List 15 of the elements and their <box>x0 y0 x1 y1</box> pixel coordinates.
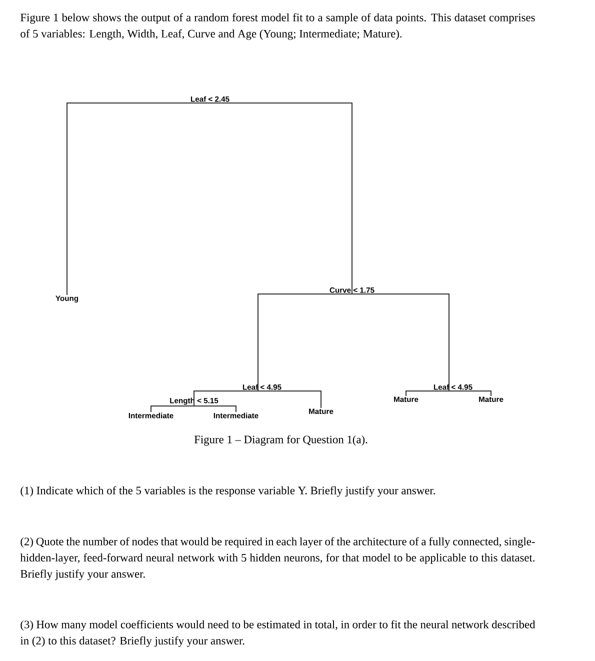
tree-branch <box>194 406 236 412</box>
paragraph: (3) How many model coefficients would need to be estimated in total, in order to fit the neural network described in (2) to this dataset? Briefly justify your answer. <box>20 620 536 647</box>
tree-branch <box>406 390 450 396</box>
tree-branch <box>258 294 352 392</box>
paragraph: (2) Quote the number of nodes that would be required in each layer of the architecture of a fully connected, single-hidden-layer, feed-forward neural network with 5 hidden neurons, for that model to be applicable to this dataset. Briefly justify your answer. <box>20 537 535 580</box>
tree-branch <box>150 406 194 412</box>
tree-branch <box>66 102 210 296</box>
tree-branch <box>352 294 450 392</box>
tree-branch <box>448 390 492 396</box>
tree-branch <box>194 390 258 406</box>
paragraph: (1) Indicate which of the 5 variables is the response variable Y. Briefly justify your answer. <box>20 486 435 497</box>
paragraph: Figure 1 below shows the output of a random forest model fit to a sample of data points. This dataset comprises of 5 variables: Length, Width, Leaf, Curve and Age (Young; Intermediate; Mature). <box>20 13 535 40</box>
tree-branch <box>210 102 352 294</box>
figure-caption: Figure 1 – Diagram for Question 1(a). <box>194 435 368 446</box>
tree-branch <box>258 390 322 408</box>
